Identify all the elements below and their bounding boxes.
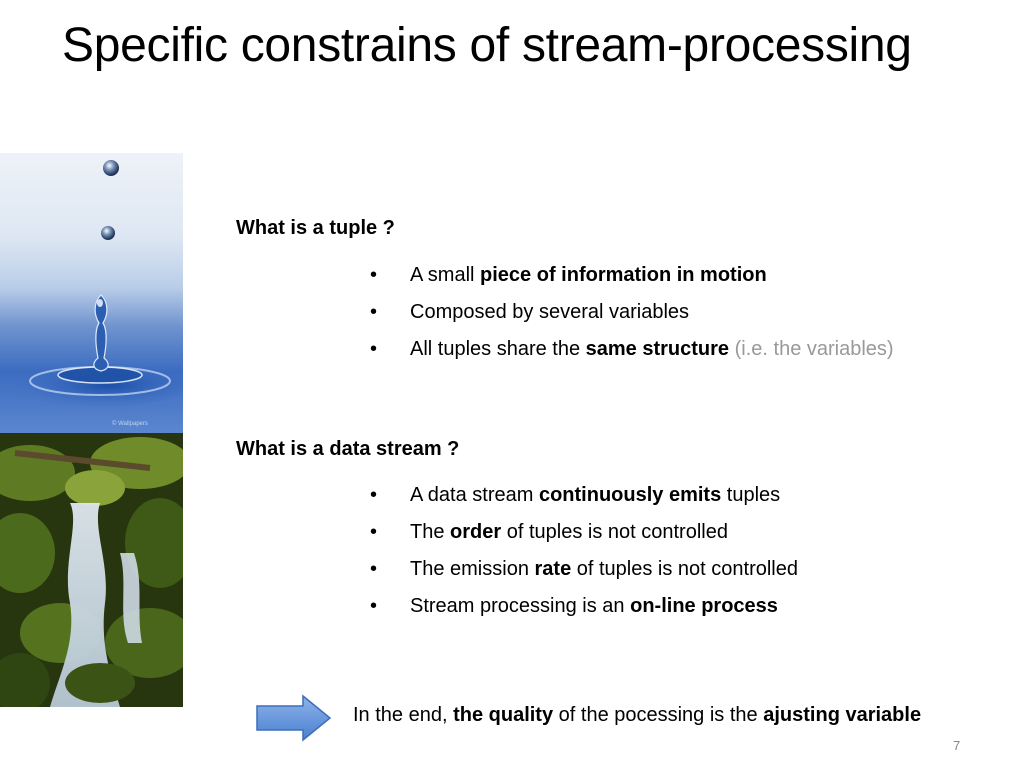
svg-text:© Wallpapers: © Wallpapers bbox=[112, 420, 148, 427]
water-drop-image: © Wallpapers bbox=[0, 153, 183, 433]
data-stream-bullet-list: •A data stream continuously emits tuples… bbox=[370, 480, 798, 628]
page-number: 7 bbox=[953, 738, 961, 753]
bullet-icon: • bbox=[370, 484, 378, 506]
list-item: •Stream processing is an on-line process bbox=[370, 591, 798, 628]
tuple-heading: What is a tuple ? bbox=[236, 217, 395, 239]
data-stream-heading: What is a data stream ? bbox=[236, 438, 460, 460]
list-item: •All tuples share the same structure (i.… bbox=[370, 334, 894, 371]
list-item: •A data stream continuously emits tuples bbox=[370, 480, 798, 517]
tuple-bullet-list: •A small piece of information in motion … bbox=[370, 260, 894, 371]
waterfall-image bbox=[0, 433, 183, 707]
bullet-icon: • bbox=[370, 301, 378, 323]
list-item: •A small piece of information in motion bbox=[370, 260, 894, 297]
list-item: •The emission rate of tuples is not cont… bbox=[370, 554, 798, 591]
bullet-icon: • bbox=[370, 595, 378, 617]
right-arrow-icon bbox=[256, 694, 332, 742]
slide-title: Specific constrains of stream-processing bbox=[62, 19, 912, 72]
conclusion-text: In the end, the quality of the pocessing… bbox=[353, 704, 922, 726]
bullet-icon: • bbox=[370, 338, 378, 360]
bullet-icon: • bbox=[370, 521, 378, 543]
bullet-icon: • bbox=[370, 558, 378, 580]
bullet-icon: • bbox=[370, 264, 378, 286]
list-item: •The order of tuples is not controlled bbox=[370, 517, 798, 554]
list-item: •Composed by several variables bbox=[370, 297, 894, 334]
